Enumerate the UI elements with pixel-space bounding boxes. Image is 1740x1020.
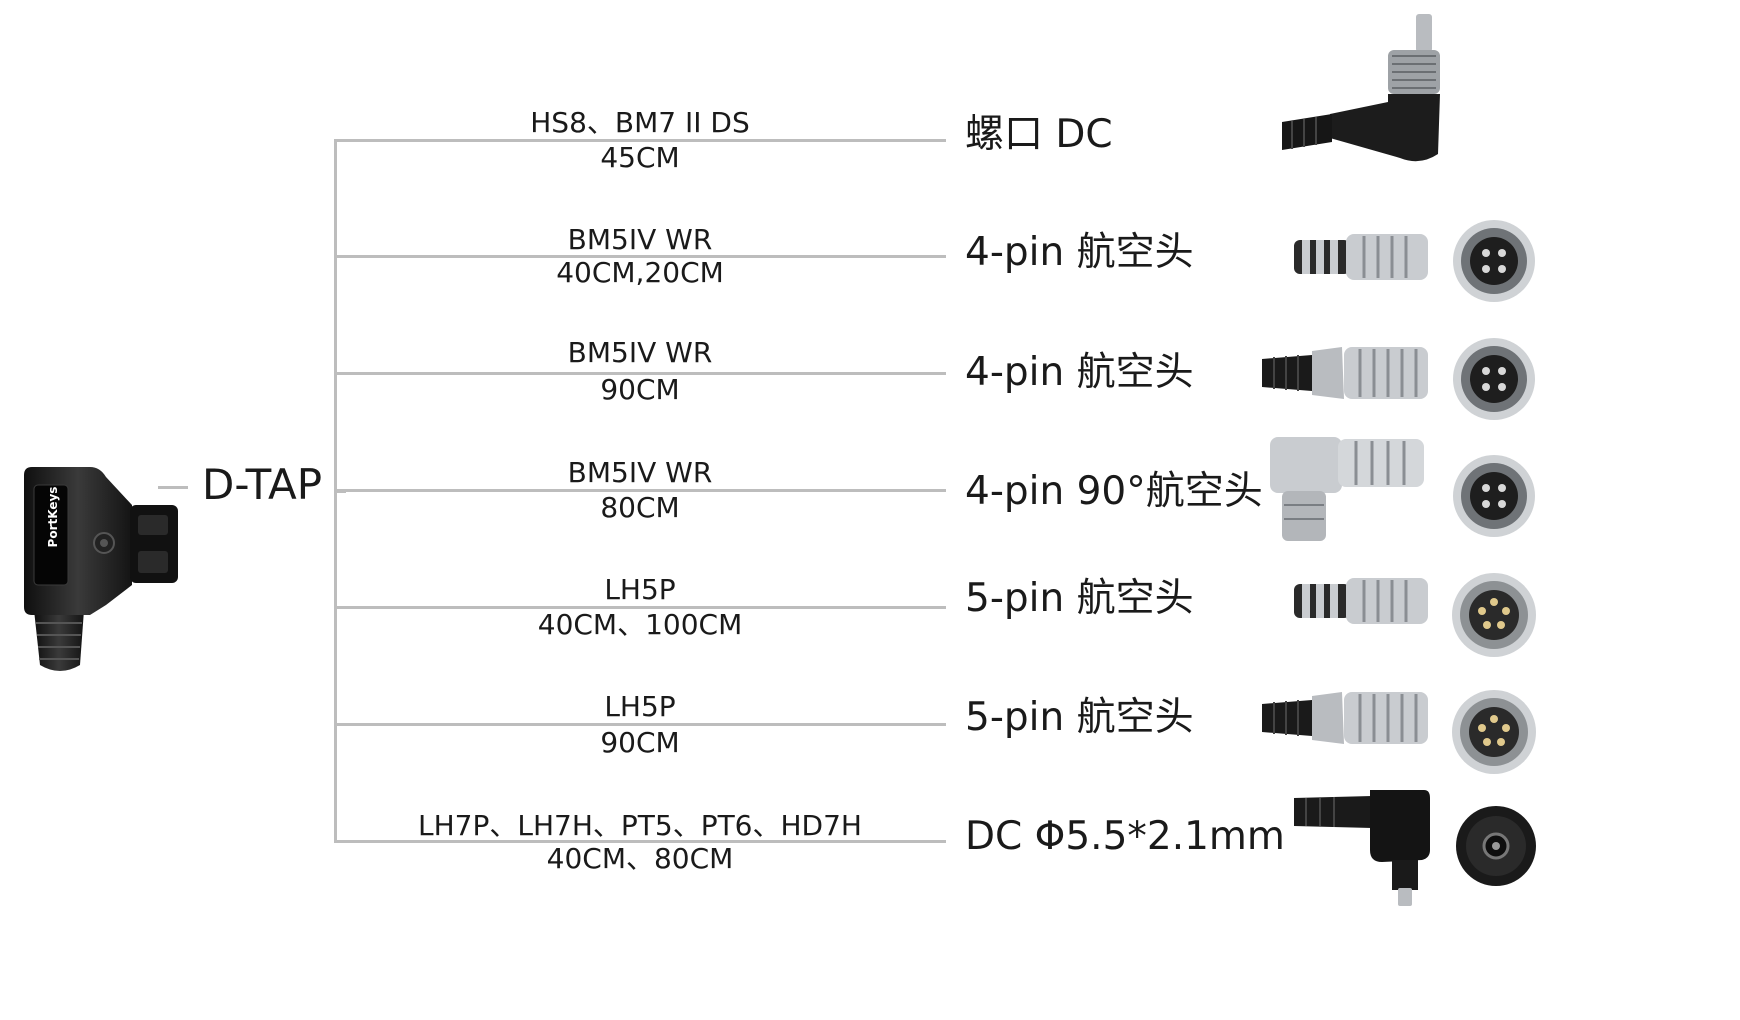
5-pin-face-icon (1452, 690, 1536, 774)
cable-length: 45CM (600, 141, 680, 174)
4-pin-face-icon (1453, 220, 1535, 302)
compatible-models: BM5IV WR (567, 456, 713, 489)
branch-line (334, 606, 946, 609)
connector-type: 5-pin 航空头 (965, 695, 1194, 740)
compatible-models: HS8、BM7 II DS (530, 106, 750, 139)
cable-length: 80CM (600, 491, 680, 524)
connector-type: 4-pin 90°航空头 (965, 469, 1263, 514)
connector-type: DC Φ5.5*2.1mm (965, 814, 1285, 859)
branch-line (334, 723, 946, 726)
4-pin-face-icon (1453, 455, 1535, 537)
branch-line (334, 489, 946, 492)
cable-length: 90CM (600, 373, 680, 406)
branch-line (334, 139, 946, 142)
connector-type: 5-pin 航空头 (965, 576, 1194, 621)
compatible-models: LH7P、LH7H、PT5、PT6、HD7H (418, 809, 862, 842)
branch-line (334, 255, 946, 258)
straight-aviation-plug-icon (1294, 578, 1428, 624)
cable-length: 40CM,20CM (556, 256, 724, 289)
compatible-models: LH5P (604, 573, 676, 606)
connector-type: 螺口 DC (965, 112, 1113, 157)
5-pin-face-icon (1452, 573, 1536, 657)
booted-aviation-plug-icon (1262, 692, 1428, 744)
connector-type: 4-pin 航空头 (965, 230, 1194, 275)
dtap-stub-line (158, 486, 188, 489)
connector-type: 4-pin 航空头 (965, 350, 1194, 395)
compatible-models: BM5IV WR (567, 223, 713, 256)
booted-aviation-plug-icon (1262, 347, 1428, 399)
dc-barrel-face-icon (1456, 806, 1536, 886)
branch-line (334, 372, 946, 375)
right-angle-dc-plug-icon (1294, 790, 1430, 906)
right-angle-aviation-plug-icon (1270, 437, 1424, 541)
compatible-models: BM5IV WR (567, 336, 713, 369)
straight-aviation-plug-icon (1294, 234, 1428, 280)
screw-lock-dc-plug-icon (1282, 14, 1440, 162)
branch-line (334, 840, 946, 843)
dtap-label: D-TAP (202, 460, 323, 509)
compatible-models: LH5P (604, 690, 676, 723)
cable-length: 40CM、80CM (546, 842, 734, 875)
4-pin-face-icon (1453, 338, 1535, 420)
cable-length: 90CM (600, 726, 680, 759)
dtap-plug-icon (24, 467, 178, 671)
cable-length: 40CM、100CM (537, 608, 743, 641)
brand-logo: PortKeys (46, 486, 60, 548)
